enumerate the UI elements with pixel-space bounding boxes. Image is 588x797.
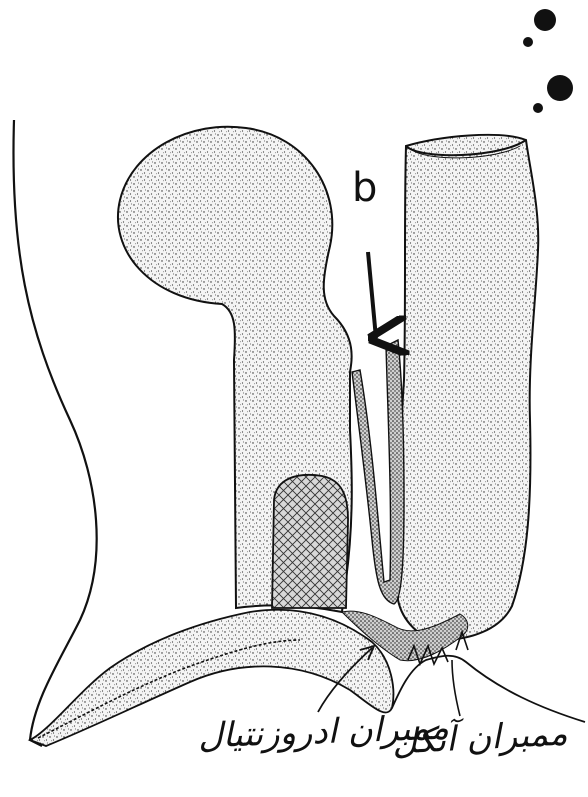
tube-structure	[398, 135, 538, 640]
left-body-outline	[13, 120, 96, 746]
pointer-right	[452, 660, 460, 716]
arrow-b	[368, 252, 376, 338]
hatched-region	[272, 475, 348, 608]
label-b: b	[352, 168, 377, 208]
groove-membrane	[352, 340, 404, 604]
ink-blots	[523, 9, 573, 113]
